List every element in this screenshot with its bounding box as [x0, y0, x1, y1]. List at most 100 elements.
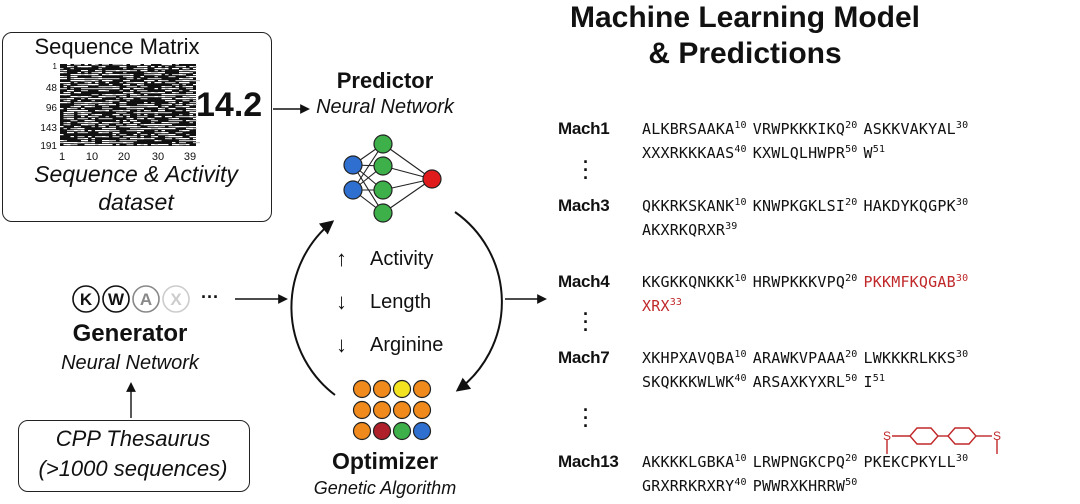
heatmap-cell [63, 92, 71, 94]
heatmap-y-tick: 143 [40, 123, 57, 134]
dataset-caption: Sequence & Activity dataset [2, 160, 270, 216]
heatmap-cell [81, 114, 88, 116]
heatmap-cell [158, 92, 162, 94]
heatmap-cell [189, 114, 193, 116]
heatmap-cell [60, 70, 64, 72]
heatmap-cell [168, 96, 176, 98]
heatmap-cell [95, 94, 99, 96]
heatmap-cell [168, 108, 172, 110]
heatmap-cell [77, 100, 81, 102]
staple-sulfur-right: S [993, 429, 1001, 443]
heatmap-cell [67, 130, 74, 132]
heatmap-cell [140, 66, 144, 68]
heatmap-cell [63, 84, 67, 86]
heatmap-cell [133, 128, 141, 130]
heatmap-cell [147, 106, 151, 108]
heatmap-cell [126, 142, 134, 144]
heatmap-cell [140, 92, 144, 94]
objective-activity: ↑ Activity [336, 244, 496, 274]
sequence-name: Mach13 [558, 452, 619, 471]
heatmap-cell [161, 94, 169, 96]
heatmap-cell [109, 86, 113, 88]
heatmap-cell [161, 72, 165, 74]
heatmap-cell [182, 94, 186, 96]
heatmap-cell [81, 138, 85, 140]
heatmap-cell [77, 122, 85, 124]
heatmap-cell [126, 130, 134, 132]
heatmap-cell [98, 72, 102, 74]
heatmap-cell [130, 70, 137, 72]
sequence-segment: LWKKKRLKKS [863, 349, 956, 367]
heatmap-cell [105, 90, 109, 92]
heatmap-cell [133, 134, 137, 136]
heatmap-cell [109, 130, 113, 132]
heatmap-cell [98, 70, 102, 72]
heatmap-cell [182, 74, 186, 76]
heatmap-cell [119, 134, 127, 136]
heatmap-cell [182, 130, 190, 132]
heatmap-cell [168, 120, 172, 122]
cpp-thesaurus-text: CPP Thesaurus (>1000 sequences) [18, 424, 248, 484]
output-node-icon [422, 169, 442, 189]
heatmap-cell [70, 80, 74, 82]
heatmap-cell [88, 96, 92, 98]
heatmap-y-tick: 96 [46, 103, 58, 114]
heatmap-cell [137, 118, 141, 120]
sequence-segment: PWWRXKHRRW [752, 477, 846, 495]
heatmap-cell [88, 144, 95, 146]
heatmap-cell [105, 136, 109, 138]
heatmap-cell [102, 140, 106, 142]
neural-network-edges [352, 143, 433, 214]
objective-arginine: ↓ Arginine [336, 330, 496, 360]
heatmap-cell [137, 126, 141, 128]
generator-token-row: K W A X ··· [70, 283, 250, 317]
heatmap-cell [126, 106, 130, 108]
svg-text:K: K [80, 290, 93, 309]
heatmap-cell [74, 102, 81, 104]
heatmap-cell [126, 116, 130, 118]
heatmap-cell [84, 106, 92, 108]
hidden-node-icon [373, 203, 393, 223]
heatmap-cell [119, 64, 123, 66]
heatmap-cell [161, 96, 165, 98]
residue-index: 20 [845, 273, 858, 284]
heatmap-cell [189, 126, 193, 128]
heatmap-cell [81, 70, 85, 72]
heatmap-cell [179, 110, 183, 112]
heatmap-cell [126, 126, 130, 128]
heatmap-cell [60, 134, 64, 136]
heatmap-cell [161, 86, 165, 88]
heatmap-cell [102, 102, 109, 104]
heatmap-cell [147, 126, 155, 128]
heatmap-cell [84, 142, 92, 144]
heatmap-cell [137, 144, 141, 146]
heatmap-cell [144, 98, 148, 100]
residue-index: 50 [845, 477, 858, 488]
heatmap-cell [189, 120, 197, 122]
heatmap-cell [161, 70, 165, 72]
heatmap-cell [151, 124, 158, 126]
heatmap-cell [77, 138, 81, 140]
heatmap-cell [158, 144, 165, 146]
heatmap-cell [116, 64, 120, 66]
heatmap-cell [179, 104, 183, 106]
heatmap-cell [193, 136, 197, 138]
heatmap-cell [70, 136, 74, 138]
heatmap-cell [147, 138, 151, 140]
heatmap-cell [144, 124, 151, 126]
residue-index: 10 [734, 273, 747, 284]
heatmap-cell [154, 82, 162, 84]
residue-index: 10 [734, 197, 747, 208]
heatmap-cell [175, 106, 183, 108]
heatmap-cell [182, 70, 190, 72]
heatmap-cell [98, 132, 102, 134]
vertical-ellipsis-icon: ··· [583, 304, 589, 340]
sequence-segment: KKGKKQNKKK [642, 273, 735, 291]
heatmap-cell [175, 86, 179, 88]
heatmap-cell [144, 114, 148, 116]
heatmap-cell [98, 68, 102, 70]
sequence-segment: ALKBRSAAKA [642, 120, 735, 138]
